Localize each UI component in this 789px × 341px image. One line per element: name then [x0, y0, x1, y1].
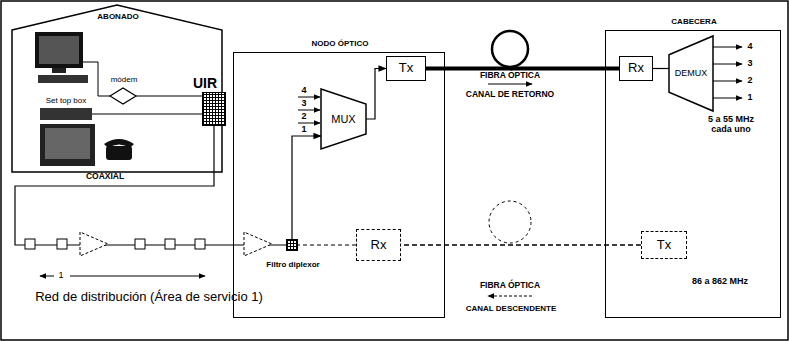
cable-link	[653, 68, 669, 69]
input-number: 1	[298, 124, 310, 134]
node-outline	[110, 88, 136, 104]
node-label: CABECERA	[649, 17, 739, 26]
rx-box: Rx	[619, 56, 653, 81]
node-label: MUX	[321, 89, 366, 149]
node-label: Tx	[387, 57, 425, 80]
modem-icon: módem	[110, 88, 136, 104]
tx-box: Tx	[386, 56, 426, 81]
band-note: 5 a 55 MHz cada uno	[698, 114, 764, 135]
output-number: 3	[744, 58, 756, 68]
band-note: 86 a 862 MHz	[672, 276, 768, 286]
headend-box: CABECERARxDEMUXTx	[605, 30, 781, 318]
output-number: 2	[744, 75, 756, 85]
rx-box: Rx	[356, 229, 401, 261]
cable-link	[298, 244, 356, 245]
computer-icon	[35, 32, 88, 83]
mux-inputs	[298, 97, 320, 123]
fiber-coil-dashed	[489, 201, 531, 243]
demux-outputs	[712, 47, 742, 98]
diplexer-filter: Filtro diplexor	[286, 239, 298, 251]
demux-block: DEMUX	[669, 36, 713, 111]
set-top-box: Set top box	[40, 108, 92, 120]
cable-link	[15, 126, 286, 245]
direction-arrow	[488, 84, 532, 85]
fiber-coil	[492, 31, 528, 67]
node-label: módem	[102, 75, 146, 84]
node-label: Tx	[642, 232, 686, 258]
area-number: 1	[56, 270, 66, 280]
node-label: ABONADO	[88, 12, 148, 21]
output-number: 4	[744, 41, 756, 51]
node-label: Filtro diplexor	[255, 260, 331, 269]
optical-node-box: NODO ÓPTICOTxMUXFiltro diplexorRx	[233, 52, 445, 318]
node-label: Rx	[620, 57, 652, 80]
direction-arrow	[488, 296, 532, 297]
tx-box: Tx	[641, 231, 687, 259]
cable-link	[136, 95, 202, 96]
cable-link	[366, 69, 386, 120]
fiber-link	[426, 67, 619, 71]
node-outline	[12, 5, 222, 172]
cable-link	[292, 136, 321, 239]
node-label: Rx	[357, 230, 400, 260]
input-number: 2	[298, 111, 310, 121]
input-number: 3	[298, 98, 310, 108]
edge-label: FIBRA ÓPTICA	[462, 281, 558, 291]
node-label: Set top box	[30, 96, 102, 105]
area-arrows	[40, 276, 205, 277]
node-label: DEMUX	[669, 36, 713, 111]
house-outline: ABONADO módemSet top box	[12, 5, 222, 172]
node-label: NODO ÓPTICO	[290, 39, 390, 48]
phone-icon	[104, 139, 134, 160]
tv-icon	[40, 124, 95, 166]
node-label: UIR	[187, 75, 223, 91]
edge-label: FIBRA ÓPTICA	[462, 71, 558, 81]
cable-link	[92, 113, 202, 114]
area-label: Red de distribución (Área de servicio 1)	[14, 290, 284, 305]
channel-label: CANAL DESCENDENTE	[436, 304, 586, 313]
edge-label: COAXIAL	[58, 172, 152, 182]
modem-cable	[83, 62, 110, 96]
uir-box: UIR	[202, 92, 226, 126]
channel-label: CANAL DE RETORNO	[440, 90, 580, 100]
input-number: 4	[298, 85, 310, 95]
mux-block: MUX	[321, 89, 366, 149]
coax-chain	[25, 232, 272, 256]
output-number: 1	[744, 92, 756, 102]
